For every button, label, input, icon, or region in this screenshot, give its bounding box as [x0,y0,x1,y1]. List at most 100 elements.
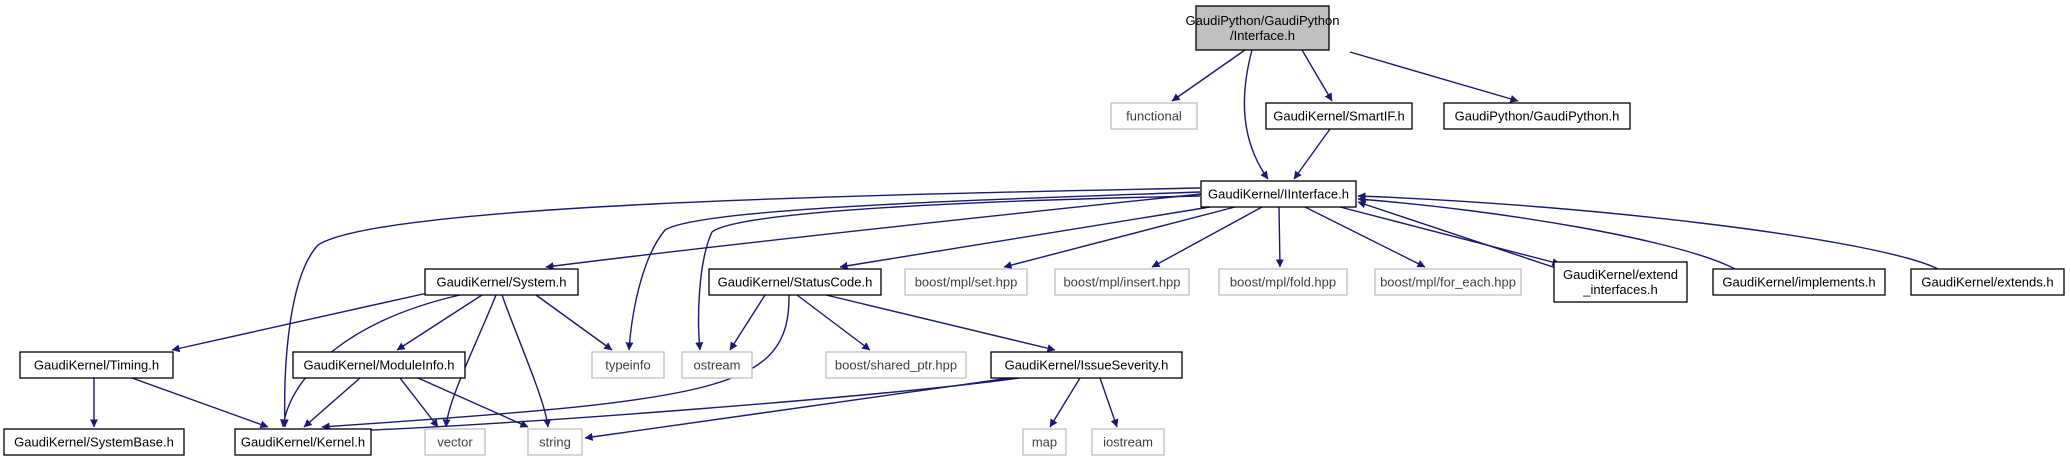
edge-iinterface-to-kernel [280,187,1201,428]
node-label-iinterface: GaudiKernel/IInterface.h [1208,187,1349,202]
edge-issueseverity-to-iostream [1099,377,1119,428]
node-box-mplset [904,268,1028,296]
node-label-functional: functional [1126,109,1182,124]
edge-moduleinfo-to-kernel [303,377,361,428]
node-label-implements: GaudiKernel/implements.h [1722,275,1875,290]
node-mplinsert: boost/mpl/insert.hpp [1054,268,1190,296]
node-vector: vector [424,428,486,456]
node-iinterface[interactable]: GaudiKernel/IInterface.h [1200,180,1357,208]
node-box-timing [19,351,174,379]
node-gaudipython[interactable]: GaudiPython/GaudiPython.h [1443,102,1631,130]
node-mplfold: boost/mpl/fold.hpp [1218,268,1348,296]
edge-statuscode-to-kernel [321,294,790,431]
node-label-kernel: GaudiKernel/Kernel.h [241,435,365,450]
node-iostream: iostream [1091,428,1165,456]
node-system[interactable]: GaudiKernel/System.h [424,268,579,296]
node-box-ostream [681,351,753,379]
node-label-extends: GaudiKernel/extends.h [1921,275,2053,290]
node-label-ostream: ostream [694,358,741,373]
node-box-mplfold [1218,268,1348,296]
node-label-statuscode: GaudiKernel/StatusCode.h [718,275,873,290]
node-mplforeach: boost/mpl/for_each.hpp [1374,268,1522,296]
edge-iinterface-to-ostream [695,195,1201,351]
node-box-interface [1195,5,1330,51]
node-label-extendif: _interfaces.h [1582,282,1657,297]
edge-moduleinfo-to-string [417,377,529,428]
node-label-mplforeach: boost/mpl/for_each.hpp [1380,275,1516,290]
node-statuscode[interactable]: GaudiKernel/StatusCode.h [708,268,882,296]
node-interface[interactable]: GaudiPython/GaudiPython/Interface.h [1186,5,1340,51]
node-timing[interactable]: GaudiKernel/Timing.h [19,351,174,379]
node-issueseverity[interactable]: GaudiKernel/IssueSeverity.h [990,351,1183,379]
node-box-moduleinfo [292,351,466,379]
node-smartif[interactable]: GaudiKernel/SmartIF.h [1265,102,1413,130]
edge-iinterface-to-mplfold [1275,206,1284,268]
node-string: string [527,428,583,456]
edge-system-to-moduleinfo [396,294,483,351]
edge-iinterface-to-mplset [1003,206,1236,269]
node-label-smartif: GaudiKernel/SmartIF.h [1273,109,1405,124]
edge-iinterface-to-typeinfo [625,191,1201,351]
node-box-typeinfo [591,351,665,379]
node-label-gaudipython: GaudiPython/GaudiPython.h [1455,109,1620,124]
edge-interface-to-iinterface [1243,49,1269,180]
edge-statuscode-to-issueseverity [825,294,1056,353]
edge-smartif-to-iinterface [1293,128,1331,180]
edge-moduleinfo-to-vector [399,377,439,428]
edge-system-to-typeinfo [535,294,613,351]
node-box-string [527,428,583,456]
edge-issueseverity-to-string [584,377,1011,441]
node-box-extendif [1553,261,1688,303]
edge-iinterface-to-statuscode [839,206,1211,270]
node-box-kernel [234,428,372,456]
node-box-gaudipython [1443,102,1631,130]
node-label-typeinfo: typeinfo [605,358,651,373]
edge-statuscode-to-sharedptr [796,294,871,351]
node-mplset: boost/mpl/set.hpp [904,268,1028,296]
edge-interface-to-smartif [1301,49,1333,102]
node-kernel[interactable]: GaudiKernel/Kernel.h [234,428,372,456]
node-label-extendif: GaudiKernel/extend [1563,267,1678,282]
node-label-mplinsert: boost/mpl/insert.hpp [1063,275,1180,290]
node-functional: functional [1110,102,1198,130]
node-box-smartif [1265,102,1413,130]
node-typeinfo: typeinfo [591,351,665,379]
edge-interface-to-functional [1171,49,1246,102]
node-box-map [1022,428,1067,456]
node-label-iostream: iostream [1103,435,1153,450]
node-extends[interactable]: GaudiKernel/extends.h [1910,268,2065,296]
node-box-iostream [1091,428,1165,456]
edge-extends-to-iinterface [1357,192,1939,270]
edges-layer [90,49,1939,441]
node-moduleinfo[interactable]: GaudiKernel/ModuleInfo.h [292,351,466,379]
node-label-systembase: GaudiKernel/SystemBase.h [14,435,174,450]
edge-iinterface-to-extendif [1339,206,1561,266]
edge-timing-to-kernel [131,377,269,429]
edge-system-to-timing [171,291,433,353]
edge-iinterface-to-mplinsert [1151,206,1263,268]
node-map: map [1022,428,1067,456]
edge-issueseverity-to-kernel [322,377,1020,436]
node-extendif[interactable]: GaudiKernel/extend_interfaces.h [1553,261,1688,303]
node-label-interface: /Interface.h [1230,28,1295,43]
node-label-interface: GaudiPython/GaudiPython [1186,13,1340,28]
node-label-mplfold: boost/mpl/fold.hpp [1230,275,1336,290]
edge-issueseverity-to-map [1049,377,1081,428]
node-label-map: map [1032,435,1057,450]
edge-interface-to-gaudipython [1349,51,1519,103]
node-systembase[interactable]: GaudiKernel/SystemBase.h [3,428,185,456]
node-box-mplinsert [1054,268,1190,296]
edge-implements-to-iinterface [1357,195,1736,270]
node-label-string: string [539,435,571,450]
edge-statuscode-to-ostream [729,294,766,351]
edge-iinterface-to-system [545,193,1202,271]
edge-system-to-string [501,294,552,428]
node-label-issueseverity: GaudiKernel/IssueSeverity.h [1005,358,1169,373]
node-box-issueseverity [990,351,1183,379]
node-label-system: GaudiKernel/System.h [436,275,566,290]
node-implements[interactable]: GaudiKernel/implements.h [1712,268,1886,296]
node-label-mplset: boost/mpl/set.hpp [915,275,1018,290]
node-sharedptr: boost/shared_ptr.hpp [825,351,967,379]
node-ostream: ostream [681,351,753,379]
